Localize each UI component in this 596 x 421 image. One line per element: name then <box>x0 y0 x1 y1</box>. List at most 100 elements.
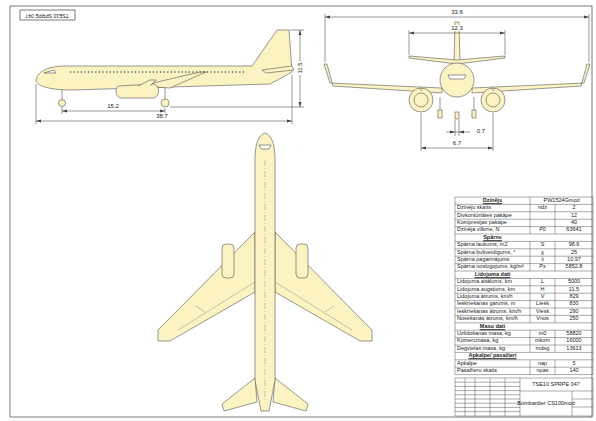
symbol-cell: mdeg <box>536 346 550 352</box>
grid-line <box>520 391 593 392</box>
table-cell: 16000 <box>566 339 581 345</box>
symbol-cell: V <box>541 294 545 300</box>
table-cell: 5000 <box>568 279 580 285</box>
symbol-cell: Vnos <box>536 316 549 322</box>
grid-line <box>555 367 556 374</box>
table-cell: 140 <box>569 368 578 374</box>
section-heading: Apkalpe/ pasažieri <box>469 353 517 359</box>
grid-line <box>530 301 531 308</box>
aircraft-name: Bombardier CS100mod <box>517 401 574 407</box>
grid-line <box>530 360 531 367</box>
table-cell: Lidojuma attālums, km <box>457 279 512 285</box>
grid-line <box>555 338 556 345</box>
grid-line <box>572 407 593 408</box>
drawing-number: TSE10 SPRPE 047 <box>532 382 580 388</box>
symbol-cell: m0 <box>539 331 547 337</box>
symbol-cell: λ <box>541 257 544 263</box>
table-cell: Dzinēja vilkme, N <box>457 228 499 234</box>
grid-line <box>530 264 531 271</box>
grid-line <box>530 367 531 374</box>
grid-line <box>530 256 531 263</box>
table-cell: 13613 <box>566 346 581 352</box>
grid-line <box>530 308 531 315</box>
dimension-value: 38.7 <box>155 113 169 119</box>
grid-line <box>555 264 556 271</box>
table-cell: 250 <box>569 316 578 322</box>
table-cell: 11.5 <box>569 287 579 293</box>
section-heading: Masu dati <box>480 324 505 330</box>
table-cell: Degvielas masa, kg <box>457 346 505 352</box>
grid-line <box>530 338 531 345</box>
grid-line <box>530 197 531 204</box>
table-cell: Spārna laukums, m2 <box>457 242 507 248</box>
table-cell: 830 <box>569 302 578 308</box>
grid-line <box>555 204 556 211</box>
grid-line <box>475 378 476 416</box>
dimension-value: 0.7 <box>476 128 486 134</box>
table-heading: Dzinējs <box>483 198 502 204</box>
grid-line <box>455 322 593 323</box>
symbol-cell: H <box>541 287 545 293</box>
table-cell: Ieskriešanas garums, m <box>457 302 515 308</box>
dimension-value: 6.7 <box>452 140 462 146</box>
symbol-cell: S <box>541 242 545 248</box>
dimension-value: 11.5 <box>297 61 303 74</box>
grid-line <box>555 278 556 285</box>
symbol-cell: χ <box>541 250 544 256</box>
table-cell: PW1524Gmod <box>543 198 579 204</box>
table-cell: Ieskriešanas ātrums, km/h <box>457 309 521 315</box>
grid-line <box>455 378 456 416</box>
grid-line <box>555 227 556 234</box>
grid-line <box>530 278 531 285</box>
table-cell: Divkontūrtātes pakāpe <box>457 213 512 219</box>
table-cell: 829 <box>569 294 578 300</box>
grid-line <box>465 378 466 416</box>
dimension-value: 12.3 <box>450 25 464 31</box>
grid-line <box>555 219 556 226</box>
symbol-cell: Viesk <box>536 309 549 315</box>
table-cell: 58820 <box>566 331 581 337</box>
grid-line <box>530 330 531 337</box>
symbol-cell: Liesk <box>536 302 549 308</box>
table-cell: 25 <box>571 250 577 256</box>
grid-line <box>555 241 556 248</box>
grid-line <box>530 212 531 219</box>
table-cell: Uzlidošanas masa, kg <box>457 331 511 337</box>
section-heading: Spārns <box>483 235 502 241</box>
grid-line <box>530 345 531 352</box>
grid-line <box>593 378 594 416</box>
symbol-cell: npas <box>537 368 549 374</box>
grid-line <box>490 378 491 416</box>
grid-line <box>555 315 556 322</box>
front-view <box>324 22 590 119</box>
grid-line <box>505 378 506 416</box>
table-cell: 10.97 <box>567 257 581 263</box>
table-cell: 40 <box>571 220 577 226</box>
table-cell: Komercmasa, kg <box>457 339 498 345</box>
table-cell: Pasažieru skaits <box>457 368 497 374</box>
table-cell: 5852.8 <box>566 265 583 271</box>
grid-line <box>530 227 531 234</box>
table-cell: Spārna bultveidīgums, ° <box>457 250 515 256</box>
grid-line <box>555 212 556 219</box>
top-view <box>158 133 372 411</box>
grid-line <box>555 360 556 367</box>
grid-line <box>530 315 531 322</box>
dimension-value: 33.6 <box>450 9 464 15</box>
grid-line <box>555 345 556 352</box>
grid-line <box>555 256 556 263</box>
table-cell: Dzinēju skaits <box>457 205 491 211</box>
table-cell: Spārna noslogojums, kg/m² <box>457 265 524 271</box>
grid-line <box>555 301 556 308</box>
side-view <box>36 30 294 98</box>
grid-line <box>455 234 593 235</box>
grid-line <box>555 330 556 337</box>
drawing-number: TSE10 SPRPE 047 <box>25 13 68 18</box>
grid-line <box>455 416 593 417</box>
grid-line <box>555 293 556 300</box>
symbol-cell: P0 <box>539 228 546 234</box>
symbol-cell: mkom <box>535 339 550 345</box>
table-cell: Lidojuma augstums, km <box>457 287 515 293</box>
grid-line <box>520 378 521 416</box>
table-cell: 12 <box>571 213 577 219</box>
